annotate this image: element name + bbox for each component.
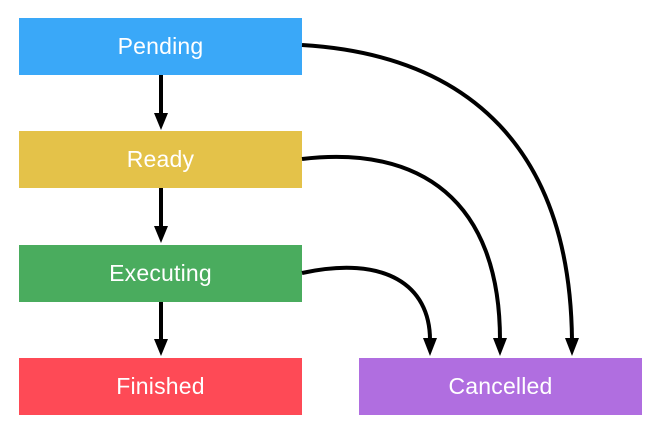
state-ready-label: Ready: [126, 146, 195, 172]
arrow-pending-to-ready: [154, 75, 168, 130]
state-cancelled-label: Cancelled: [448, 373, 553, 399]
arrow-ready-to-executing: [154, 188, 168, 243]
state-cancelled: Cancelled: [359, 358, 642, 415]
state-pending-label: Pending: [117, 33, 204, 59]
arrow-executing-to-finished: [154, 302, 168, 356]
state-finished-label: Finished: [116, 373, 205, 399]
state-executing-label: Executing: [109, 260, 212, 286]
state-finished: Finished: [19, 358, 302, 415]
arrow-ready-to-cancelled: [301, 154, 507, 356]
state-pending: Pending: [19, 18, 302, 75]
arrow-executing-to-cancelled: [301, 265, 437, 356]
arrow-pending-to-cancelled: [301, 43, 579, 356]
state-ready: Ready: [19, 131, 302, 188]
state-executing: Executing: [19, 245, 302, 302]
